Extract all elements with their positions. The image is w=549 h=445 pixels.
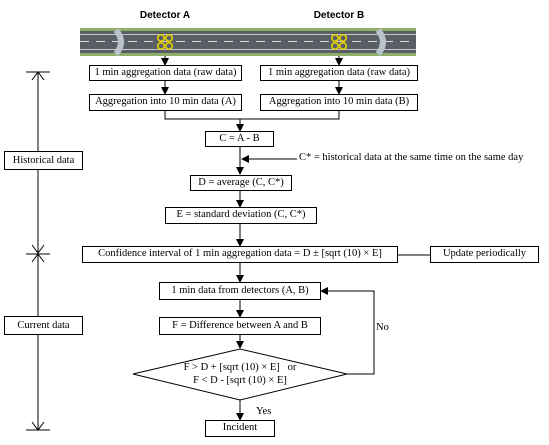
flow-connectors	[132, 56, 430, 421]
decision-condition: F > D + [sqrt (10) × E] or F < D - [sqrt…	[140, 361, 340, 387]
aggregation-a-box: Aggregation into 10 min data (A)	[89, 94, 242, 111]
raw-data-b-box: 1 min aggregation data (raw data)	[260, 65, 418, 81]
confidence-interval-box: Confidence interval of 1 min aggregation…	[82, 246, 398, 263]
d-average-box: D = average (C, C*)	[190, 175, 292, 191]
incident-box: Incident	[205, 420, 275, 437]
f-difference-box: F = Difference between A and B	[159, 317, 321, 335]
raw-data-a-box: 1 min aggregation data (raw data)	[89, 65, 242, 81]
yes-edge-label: Yes	[256, 406, 272, 417]
road-image	[80, 28, 416, 56]
decision-line-2: F < D - [sqrt (10) × E]	[193, 375, 287, 386]
timeline	[26, 71, 50, 431]
detector-a-label: Detector A	[139, 10, 191, 21]
detector-b-icon	[330, 33, 347, 50]
e-std-box: E = standard deviation (C, C*)	[165, 207, 317, 224]
historical-data-label: Historical data	[4, 151, 83, 170]
decision-line-1: F > D + [sqrt (10) × E] or	[183, 362, 297, 373]
detector-a-icon	[157, 33, 174, 50]
detector-b-label: Detector B	[313, 10, 365, 21]
c-star-label: C* = historical data at the same time on…	[299, 152, 524, 163]
c-difference-box: C = A - B	[205, 131, 274, 147]
current-data-label: Current data	[4, 316, 83, 335]
update-periodically-box: Update periodically	[430, 246, 539, 263]
one-min-data-box: 1 min data from detectors (A, B)	[159, 282, 321, 300]
aggregation-b-box: Aggregation into 10 min data (B)	[260, 94, 418, 111]
no-edge-label: No	[376, 322, 389, 333]
